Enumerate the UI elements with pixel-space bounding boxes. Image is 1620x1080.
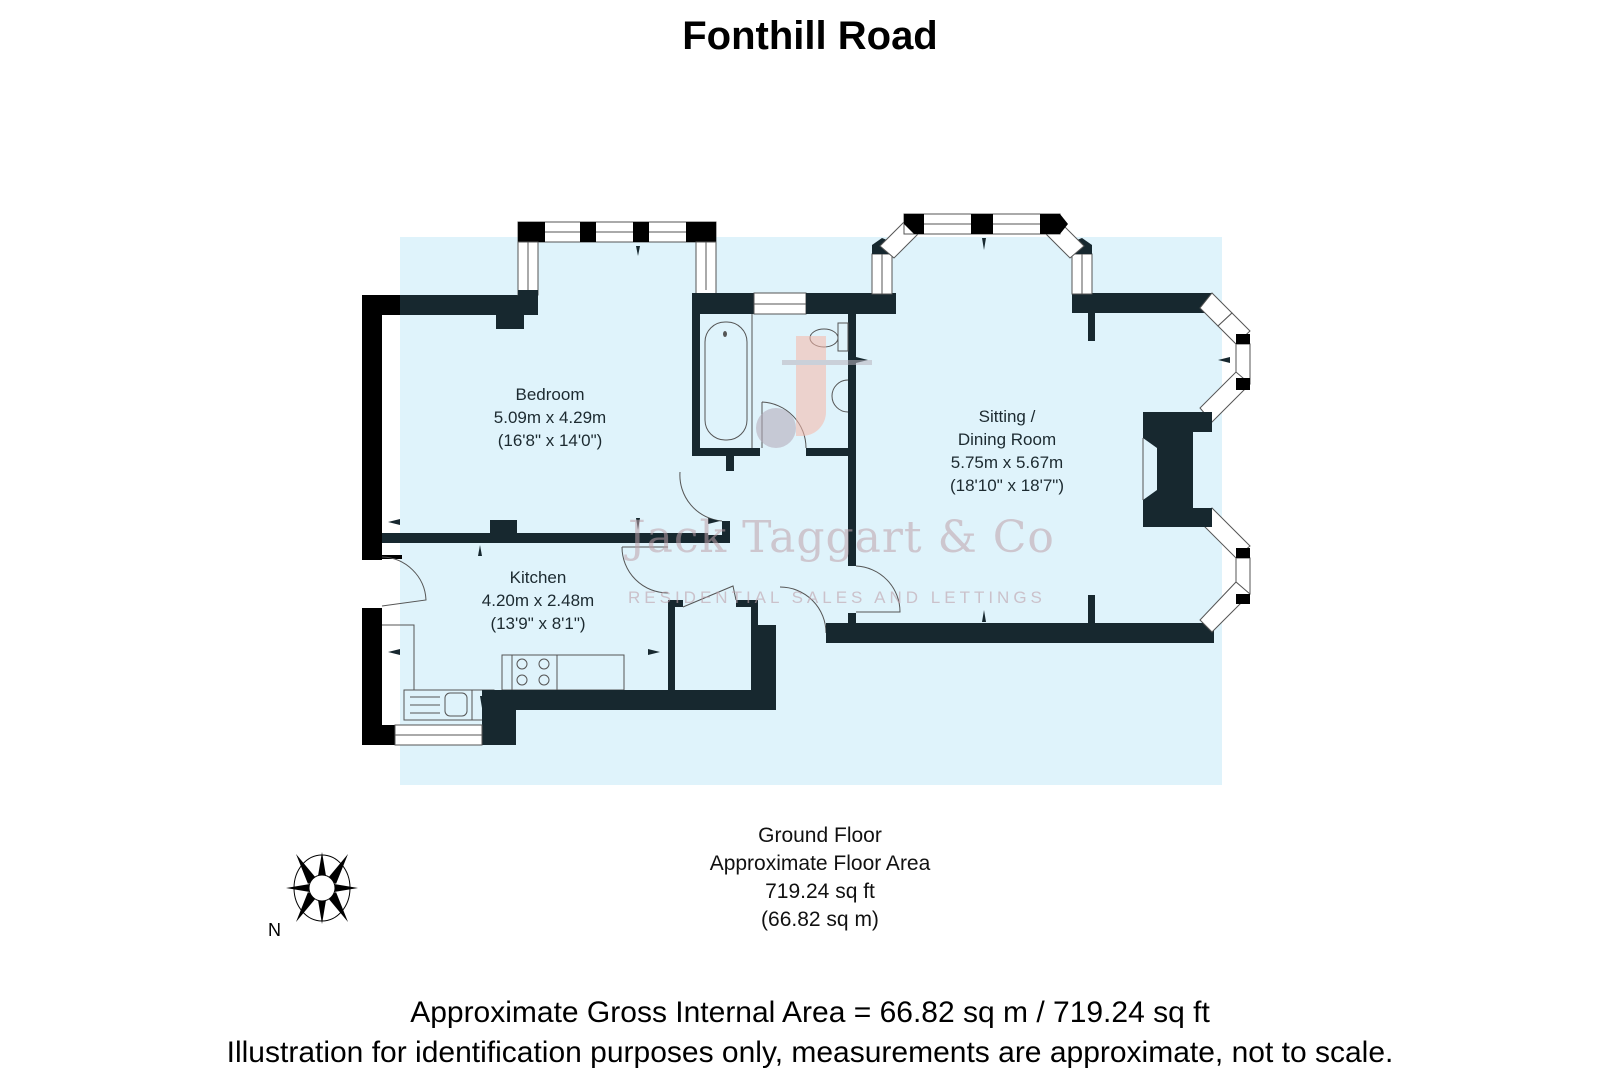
chimney-breast [1143, 412, 1212, 527]
floor-area-sqm: (66.82 sq m) [761, 908, 879, 931]
room-metric: 5.75m x 5.67m [950, 453, 1064, 472]
room-name: Bedroom [515, 385, 585, 404]
wall-bedroom-south [382, 533, 708, 543]
room-imperial: (16'8" x 14'0") [497, 431, 603, 450]
wall-sitting-south [826, 623, 1214, 643]
floor-area-sqft: 719.24 sq ft [765, 880, 875, 903]
compass-north-label: N [268, 920, 281, 940]
room-label-bedroom: Bedroom 5.09m x 4.29m (16'8" x 14'0") [460, 383, 640, 452]
hob-burners [516, 658, 550, 686]
room-name: Kitchen [509, 568, 567, 587]
room-name: Sitting / [978, 407, 1036, 426]
gross-internal-area: Approximate Gross Internal Area = 66.82 … [410, 996, 1210, 1029]
bathtub [704, 321, 748, 441]
room-metric: 4.20m x 2.48m [481, 591, 595, 610]
wall-sitting-north [1072, 293, 1212, 313]
compass-rose-icon [286, 852, 358, 924]
sitting-bay-window [871, 213, 1093, 295]
room-metric: 5.09m x 4.29m [493, 408, 607, 427]
wall-west-lower [362, 608, 382, 745]
wall-bedroom-north [400, 295, 538, 315]
wall-kitchen-south [494, 690, 776, 710]
wall-bath-sitting [848, 314, 856, 566]
floor-area-info: Ground Floor Approximate Floor Area 719.… [620, 822, 1020, 934]
wall-west-upper [362, 295, 382, 560]
floor-name: Ground Floor [758, 824, 882, 847]
sitting-east-bay-windows [1199, 292, 1251, 633]
room-imperial: (18'10" x 18'7") [949, 476, 1064, 495]
room-imperial: (13'9" x 8'1") [490, 614, 586, 633]
room-label-kitchen: Kitchen 4.20m x 2.48m (13'9" x 8'1") [448, 566, 628, 635]
watermark-logo-icon [756, 336, 872, 448]
watermark-brand: Jack Taggart & Co [628, 512, 1055, 563]
plan-title: Fonthill Road [682, 14, 938, 58]
disclaimer: Illustration for identification purposes… [226, 1036, 1394, 1069]
room-name-2: Dining Room [957, 430, 1057, 449]
basin [831, 379, 849, 413]
floor-area-label: Approximate Floor Area [709, 852, 931, 875]
room-label-sitting-dining: Sitting / Dining Room 5.75m x 5.67m (18'… [917, 405, 1097, 497]
wall-bathroom-north [692, 293, 754, 314]
watermark-tagline: RESIDENTIAL SALES AND LETTINGS [628, 588, 1046, 607]
